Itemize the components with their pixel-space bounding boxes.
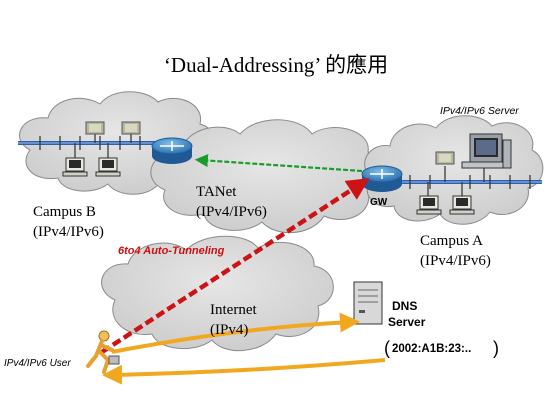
campus-a-host [435,151,455,165]
campus-a-host [449,195,475,215]
user-label: IPv4/IPv6 User [4,358,71,369]
campus-b-proto: (IPv4/IPv6) [33,224,104,240]
campus-b-host [95,157,121,177]
dns-reply-arrow [102,358,386,385]
campus-a-host [416,195,442,215]
internet-cloud [101,235,334,352]
dns-label-line1: DNS [392,299,417,313]
gw-router [361,165,403,192]
campus-b-name: Campus B [33,204,96,220]
campus-b-lan [18,121,175,177]
campus-a-name: Campus A [420,233,483,249]
tanet-route-arrow [194,153,363,173]
campus-b-router [151,137,193,164]
tanet-proto: (IPv4/IPv6) [196,204,267,220]
user-figure [86,330,120,374]
dns-query-arrow [111,312,360,354]
dns-address-bracket-open: ( [384,338,390,358]
campus-a-lan [390,133,542,215]
dns-server [353,281,383,325]
dns-label-line2: Server [388,315,426,329]
dns-address: 2002:A1B:23:.. [392,343,471,355]
campus-b-host [121,121,141,135]
server-label: IPv4/IPv6 Server [440,105,519,117]
internet-name: Internet [210,302,257,318]
tanet-name: TANet [196,184,237,200]
ipv4-ipv6-server [461,133,512,169]
campus-b-host [62,157,88,177]
diagram-title: ‘Dual-Addressing’ 的應用 [164,53,388,77]
campus-b-host [85,121,105,135]
dns-address-bracket-close: ) [493,338,499,358]
campus-a-proto: (IPv4/IPv6) [420,253,491,269]
gw-label: GW [370,197,388,208]
tunnel-label: 6to4 Auto-Tunneling [118,245,225,257]
internet-proto: (IPv4) [210,322,248,338]
